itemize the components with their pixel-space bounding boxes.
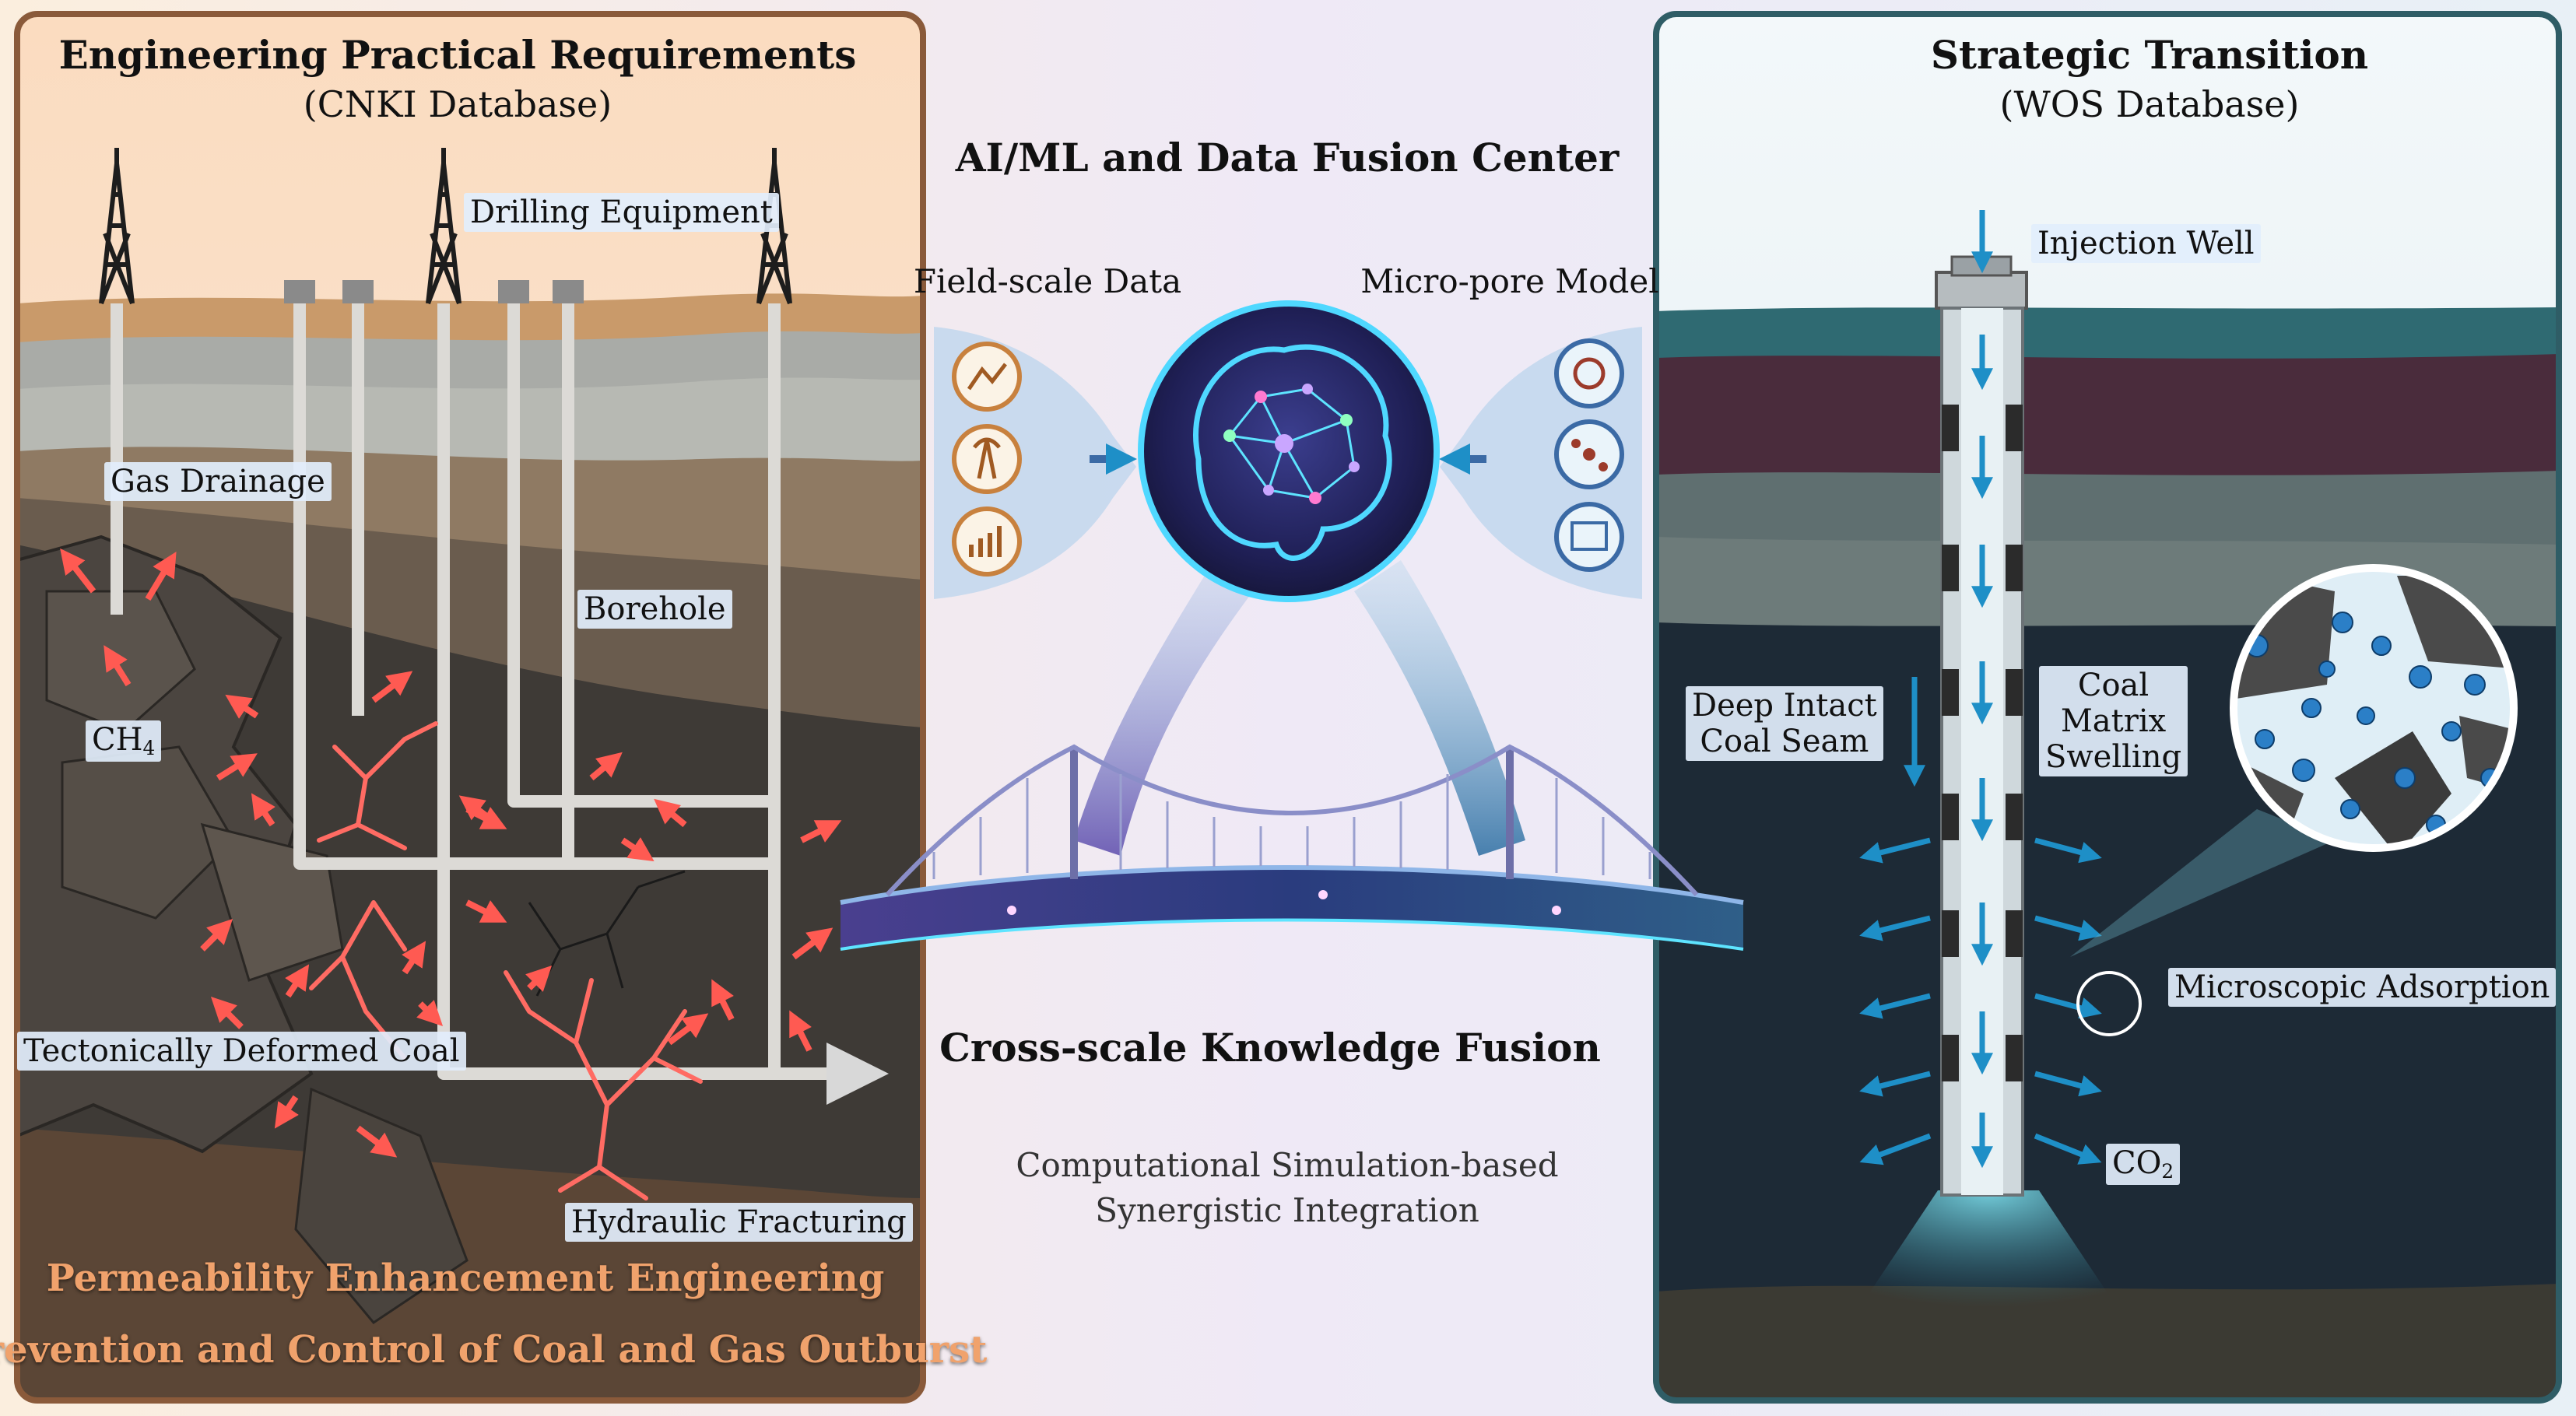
- drilling-equipment-label: Drilling Equipment: [464, 193, 779, 232]
- right-panel-title: Strategic Transition: [1930, 32, 2369, 78]
- left-footer-line-2: Prevention and Control of Coal and Gas O…: [0, 1328, 988, 1372]
- molecule-ring-icon: [1554, 338, 1624, 408]
- data-stream-right: [1354, 560, 1525, 856]
- coal-line-3: Swelling: [2045, 739, 2182, 775]
- center-title: AI/ML and Data Fusion Center: [955, 135, 1620, 181]
- ch4-label: CH4: [86, 720, 162, 762]
- brain-network-icon: [1138, 300, 1440, 602]
- right-panel-subtitle: (WOS Database): [1999, 83, 2300, 125]
- gas-drainage-label: Gas Drainage: [104, 462, 332, 501]
- co2-label: CO2: [2106, 1144, 2181, 1185]
- deep-intact-line-1: Deep Intact: [1692, 688, 1877, 724]
- ch4-base: CH: [92, 722, 143, 758]
- suspension-bridge-icon: [840, 744, 1744, 951]
- injection-well-label: Injection Well: [2031, 224, 2261, 263]
- microscopic-adsorption-label: Microscopic Adsorption: [2168, 968, 2557, 1007]
- caption-line-1: Computational Simulation-based: [1016, 1146, 1559, 1184]
- micro-pore-model-label: Micro-pore Model: [1360, 262, 1659, 300]
- left-panel-scene: [17, 14, 923, 1400]
- borehole-label: Borehole: [577, 590, 732, 629]
- caption-line-2: Synergistic Integration: [1095, 1191, 1479, 1229]
- left-panel-title: Engineering Practical Requirements: [58, 32, 857, 78]
- left-panel-subtitle: (CNKI Database): [303, 83, 612, 125]
- co2-base: CO: [2112, 1145, 2162, 1181]
- signal-tower-icon: [952, 424, 1022, 494]
- bridge-title: Cross-scale Knowledge Fusion: [939, 1025, 1601, 1071]
- pore-image-icon: [1554, 502, 1624, 572]
- coal-line-2: Matrix: [2060, 703, 2167, 739]
- field-scale-data-label: Field-scale Data: [913, 262, 1182, 300]
- coal-line-1: Coal: [2077, 668, 2150, 703]
- left-footer-line-1: Permeability Enhancement Engineering: [46, 1257, 885, 1300]
- hydraulic-fracturing-label: Hydraulic Fracturing: [565, 1203, 913, 1242]
- co2-subscript: 2: [2161, 1160, 2174, 1183]
- pore-magnifier: [2230, 564, 2518, 852]
- growth-chart-icon: [952, 506, 1022, 577]
- terrain-map-icon: [952, 342, 1022, 412]
- ch4-subscript: 4: [142, 737, 156, 760]
- deep-intact-line-2: Coal Seam: [1700, 724, 1869, 759]
- data-stream-left: [1074, 560, 1253, 856]
- molecule-cluster-icon: [1554, 419, 1624, 489]
- tectonically-deformed-coal-label: Tectonically Deformed Coal: [17, 1032, 466, 1071]
- wellhead-icon: [284, 280, 584, 303]
